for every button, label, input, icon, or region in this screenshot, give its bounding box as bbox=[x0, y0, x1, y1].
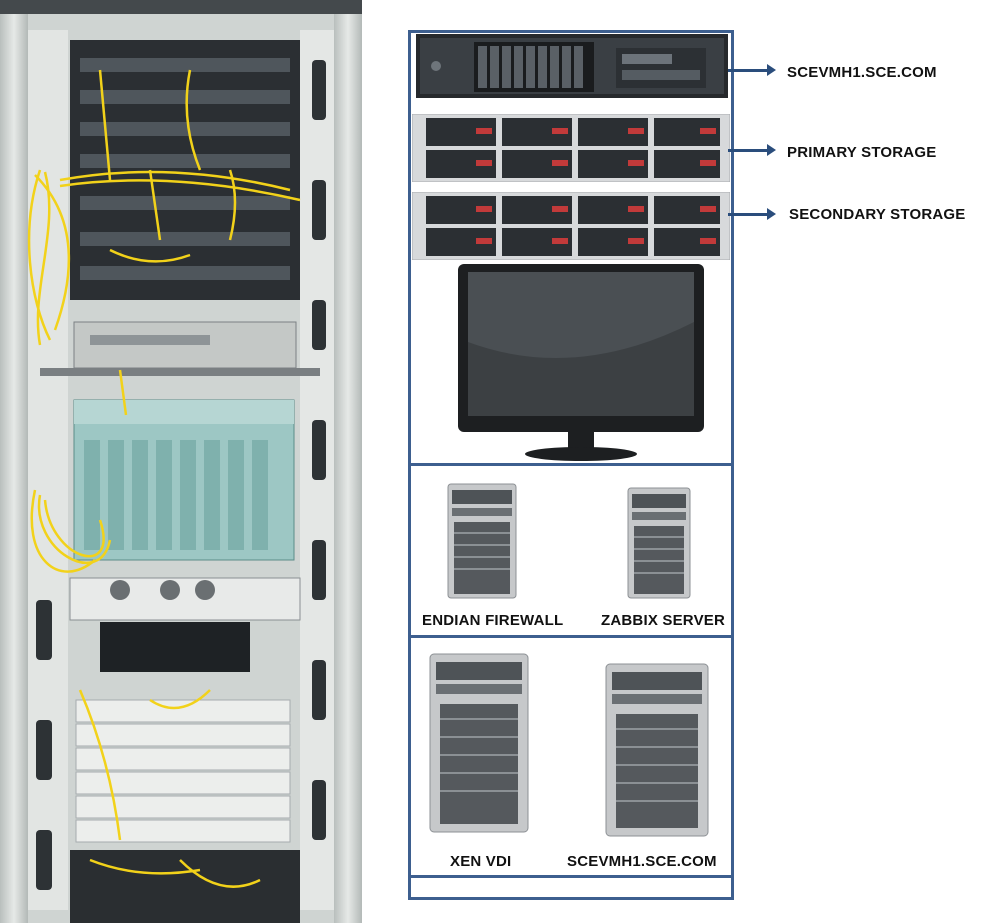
rack-diagram: ENDIAN FIREWALL ZABBIX SERVER XEN VDI SC… bbox=[408, 30, 734, 900]
tower-server-icon bbox=[605, 663, 709, 837]
arrow-secondary-storage bbox=[728, 208, 776, 220]
section-divider bbox=[408, 635, 734, 638]
rack-photo bbox=[0, 0, 362, 923]
rack-server-icon bbox=[416, 34, 728, 98]
hypervisor-top-label: SCEVMH1.SCE.COM bbox=[787, 64, 937, 81]
monitor-icon bbox=[458, 264, 704, 461]
xen-vdi-label: XEN VDI bbox=[450, 853, 512, 870]
arrow-primary-storage bbox=[728, 144, 776, 156]
section-divider bbox=[408, 875, 734, 878]
storage-array-icon bbox=[412, 192, 730, 260]
secondary-storage-label: SECONDARY STORAGE bbox=[789, 206, 966, 223]
primary-storage-label: PRIMARY STORAGE bbox=[787, 144, 937, 161]
section-divider bbox=[408, 463, 734, 466]
hypervisor-bottom-label: SCEVMH1.SCE.COM bbox=[567, 853, 717, 870]
storage-array-icon bbox=[412, 114, 730, 182]
arrow-hypervisor bbox=[728, 64, 776, 76]
tower-server-icon bbox=[627, 487, 691, 599]
zabbix-server-label: ZABBIX SERVER bbox=[601, 612, 726, 629]
endian-firewall-label: ENDIAN FIREWALL bbox=[422, 612, 564, 629]
tower-server-icon bbox=[429, 653, 529, 833]
tower-server-icon bbox=[447, 483, 517, 599]
